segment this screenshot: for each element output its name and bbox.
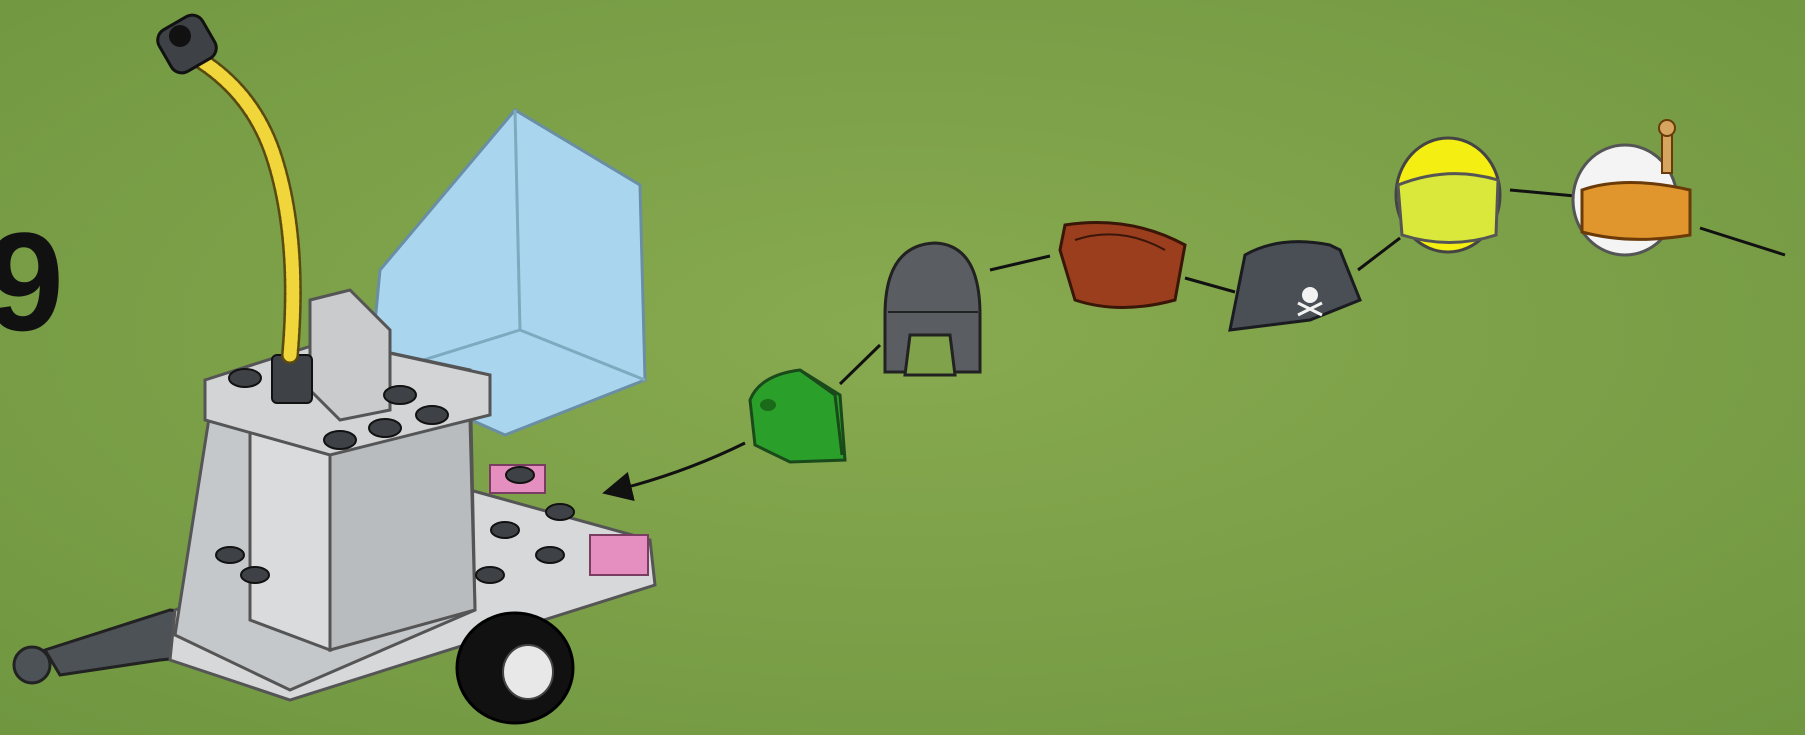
step-number: 9 xyxy=(0,212,64,352)
brown-tricorn-hat xyxy=(1060,223,1185,308)
dark-gray-knight-helmet xyxy=(885,243,980,375)
pink-tile xyxy=(590,535,648,575)
wheel xyxy=(457,613,573,723)
yellow-space-helmet xyxy=(1396,138,1500,252)
